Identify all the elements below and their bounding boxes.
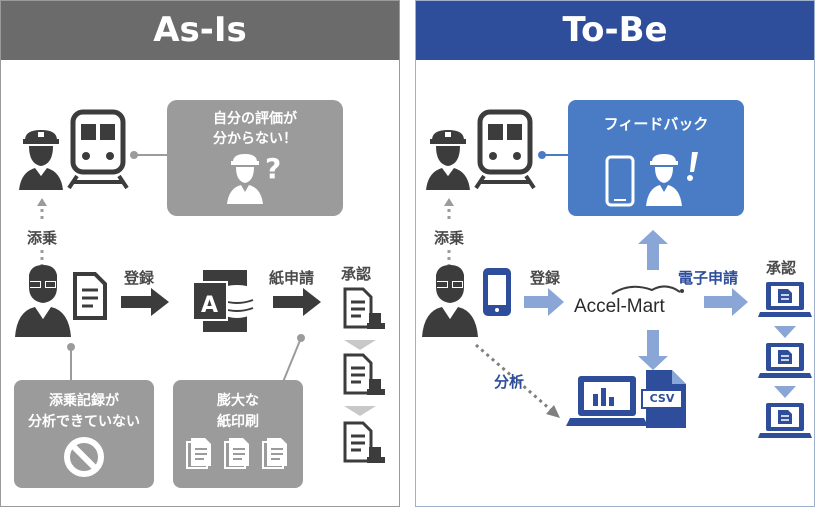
approval-document-icon (343, 421, 385, 463)
analysis-label: 分析 (494, 373, 525, 391)
escort-label: 添乗 (434, 229, 465, 247)
feedback-arrow (638, 230, 668, 270)
conductor-icon (19, 130, 63, 190)
approval-document-icon (343, 287, 385, 329)
register-arrow (121, 288, 169, 316)
as-is-title: As-Is (1, 1, 399, 60)
to-be-panel: To-Be (415, 0, 815, 507)
csv-label: CSV (649, 392, 675, 405)
analysis-issue-box (14, 380, 154, 488)
svg-text:A: A (201, 293, 218, 318)
register-label: 登録 (124, 269, 155, 287)
feedback-label: フィードバック (603, 115, 709, 133)
paper-issue-text: 膨大な 紙印刷 (173, 391, 303, 433)
issue2-line-2: 紙印刷 (217, 414, 259, 430)
paper-stack-icon (186, 438, 287, 469)
conductor-icon (426, 130, 470, 190)
businessman-icon (15, 265, 71, 337)
paper-request-label: 紙申請 (269, 269, 315, 287)
issue1-line-1: 添乗記録が (49, 393, 119, 409)
to-be-diagram (422, 100, 812, 438)
csv-file-icon (641, 370, 686, 428)
prohibited-icon (64, 437, 104, 477)
register-arrow (524, 288, 564, 316)
escort-label: 添乗 (27, 229, 58, 247)
approval-label: 承認 (766, 259, 797, 277)
confused-employee-icon: ? (227, 152, 281, 204)
e-request-arrow (704, 288, 748, 316)
balloon-line-2: 分からない！ (213, 131, 297, 147)
document-icon (73, 272, 107, 320)
approval-laptop-icon (758, 282, 812, 317)
smartphone-icon (483, 268, 511, 316)
issue1-line-2: 分析できていない (28, 414, 140, 430)
approval-label: 承認 (341, 265, 372, 283)
issue2-line-1: 膨大な (217, 393, 259, 409)
analytics-laptop-icon (566, 376, 648, 426)
register-label: 登録 (530, 269, 561, 287)
approval-document-icon (343, 353, 385, 395)
paper-request-arrow (273, 288, 321, 316)
as-is-diagram: ? A (14, 100, 385, 488)
analysis-issue-text: 添乗記録が 分析できていない (14, 391, 154, 433)
train-icon (474, 109, 536, 190)
balloon-line-1: 自分の評価が (213, 111, 297, 127)
approval-laptop-icon (758, 343, 812, 378)
approval-laptop-icon (758, 403, 812, 438)
e-request-label: 電子申請 (678, 269, 739, 287)
database-app-icon: A (192, 270, 254, 332)
smartphone-icon (605, 155, 635, 207)
as-is-panel: As-Is (0, 0, 400, 507)
analysis-down-arrow (638, 330, 668, 370)
to-be-title: To-Be (416, 1, 814, 60)
train-icon (67, 109, 129, 190)
svg-text:?: ? (265, 152, 281, 185)
accel-mart-logo-text: Accel-Mart (574, 296, 665, 317)
evaluation-balloon-text: 自分の評価が 分からない！ (167, 109, 343, 149)
businessman-icon (422, 265, 478, 337)
conductor-feedback-icon (646, 152, 698, 206)
accel-mart-logo (611, 285, 684, 295)
